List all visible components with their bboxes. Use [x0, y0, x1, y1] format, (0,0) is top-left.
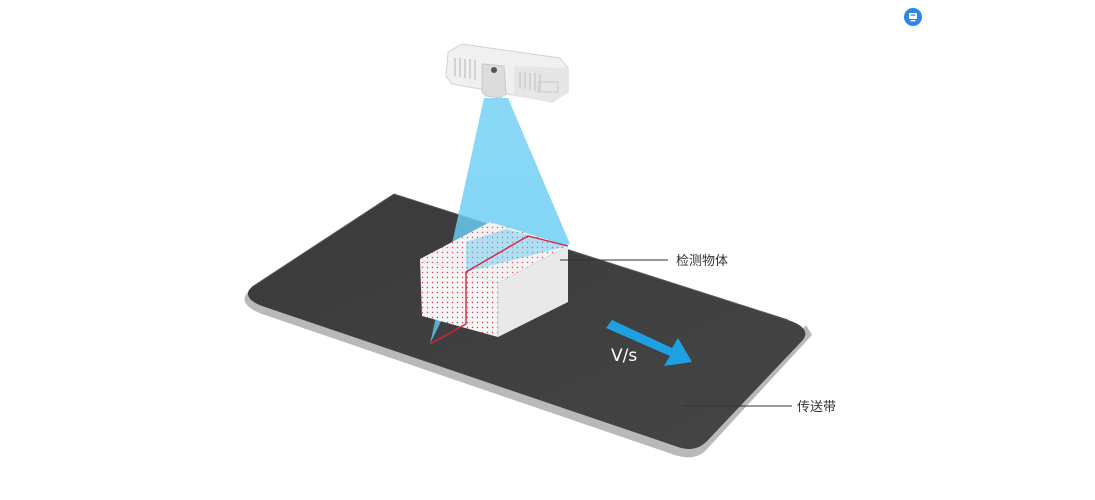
belt-edge-highlight	[251, 193, 789, 321]
belt-callout: 传送带	[682, 400, 836, 415]
camera-lens-housing	[481, 63, 507, 99]
speed-indicator: V/s	[606, 320, 692, 366]
scan-beam	[430, 98, 570, 344]
box-left-dots	[420, 259, 498, 337]
camera-scanner	[445, 43, 569, 103]
object-label: 检测物体	[676, 254, 728, 269]
camera-right-face	[514, 66, 568, 102]
belt-label: 传送带	[797, 400, 836, 415]
object-callout: 检测物体	[560, 254, 728, 269]
app-badge-icon	[904, 8, 922, 26]
camera-screen	[537, 81, 559, 93]
laser-line	[429, 235, 569, 345]
app-badge-button[interactable]	[904, 8, 922, 26]
camera-vents-right	[519, 72, 541, 92]
speed-label: V/s	[611, 346, 637, 366]
camera-lens	[491, 67, 497, 73]
box-right	[498, 246, 568, 337]
inspected-object	[420, 222, 569, 345]
beam-cone	[430, 98, 570, 344]
camera-vents-left	[454, 58, 476, 80]
arrow-down-right-icon	[606, 320, 692, 366]
